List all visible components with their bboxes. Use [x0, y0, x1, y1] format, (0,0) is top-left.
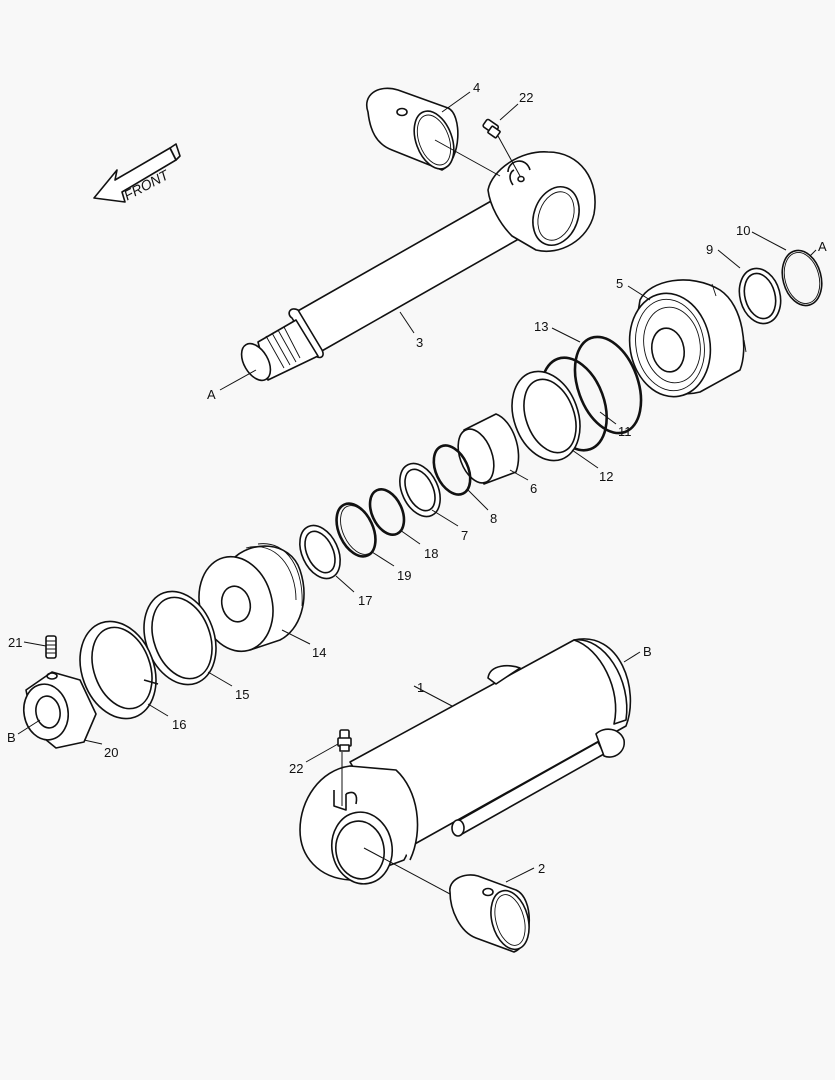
- callout-18: 18: [424, 546, 439, 561]
- callout-6: 6: [530, 481, 538, 496]
- snap-ring-8: [432, 444, 472, 496]
- callout-21: 21: [8, 635, 23, 650]
- set-screw-21: [45, 635, 57, 659]
- callout-1: 1: [417, 680, 425, 695]
- callout-13: 13: [534, 319, 549, 334]
- callout-2: 2: [538, 861, 546, 876]
- wiper-ring: [738, 267, 782, 325]
- ref-mark-b-nut: B: [7, 730, 16, 745]
- grease-fitting-tube: [337, 729, 352, 752]
- callout-8: 8: [490, 511, 498, 526]
- back-up-ring-12: [511, 370, 581, 462]
- grease-fitting-rod: [482, 118, 501, 139]
- ref-mark-a-head: A: [818, 239, 827, 254]
- cylinder-head: [628, 279, 747, 398]
- callout-22-rod: 22: [519, 90, 534, 105]
- callout-11: 11: [618, 424, 632, 439]
- o-ring-13: [573, 335, 643, 435]
- ref-mark-b-tube: B: [643, 644, 652, 659]
- nut-20: [22, 671, 97, 749]
- bushing-tube-end-2: [449, 874, 531, 953]
- piston-rod: [240, 151, 596, 382]
- callout-10: 10: [736, 223, 751, 238]
- wear-ring-15: [143, 590, 217, 686]
- callout-19: 19: [397, 568, 412, 583]
- callout-3: 3: [416, 335, 424, 350]
- callout-22-tube: 22: [289, 761, 304, 776]
- slide-ring-16: [79, 620, 159, 720]
- callout-14: 14: [312, 645, 327, 660]
- callout-16: 16: [172, 717, 187, 732]
- back-up-ring-17: [299, 524, 341, 580]
- piston-14: [198, 543, 305, 653]
- callout-17: 17: [358, 593, 373, 608]
- callout-4: 4: [473, 80, 481, 95]
- back-up-ring-19: [335, 502, 377, 558]
- callout-9: 9: [706, 242, 714, 257]
- callout-12: 12: [599, 469, 614, 484]
- ref-mark-a-rod: A: [207, 387, 216, 402]
- callout-5: 5: [616, 276, 624, 291]
- callout-20: 20: [104, 745, 119, 760]
- cylinder-tube-1: [299, 638, 632, 885]
- front-arrow-icon: FRONT: [93, 143, 181, 203]
- callout-15: 15: [235, 687, 250, 702]
- seal-7: [399, 462, 441, 518]
- callout-7: 7: [461, 528, 469, 543]
- bushing-rod-end: [365, 87, 459, 171]
- snap-ring: [781, 249, 823, 307]
- leader-lines: [17, 91, 817, 895]
- bushing-6: [457, 413, 520, 485]
- o-ring-18: [368, 488, 406, 536]
